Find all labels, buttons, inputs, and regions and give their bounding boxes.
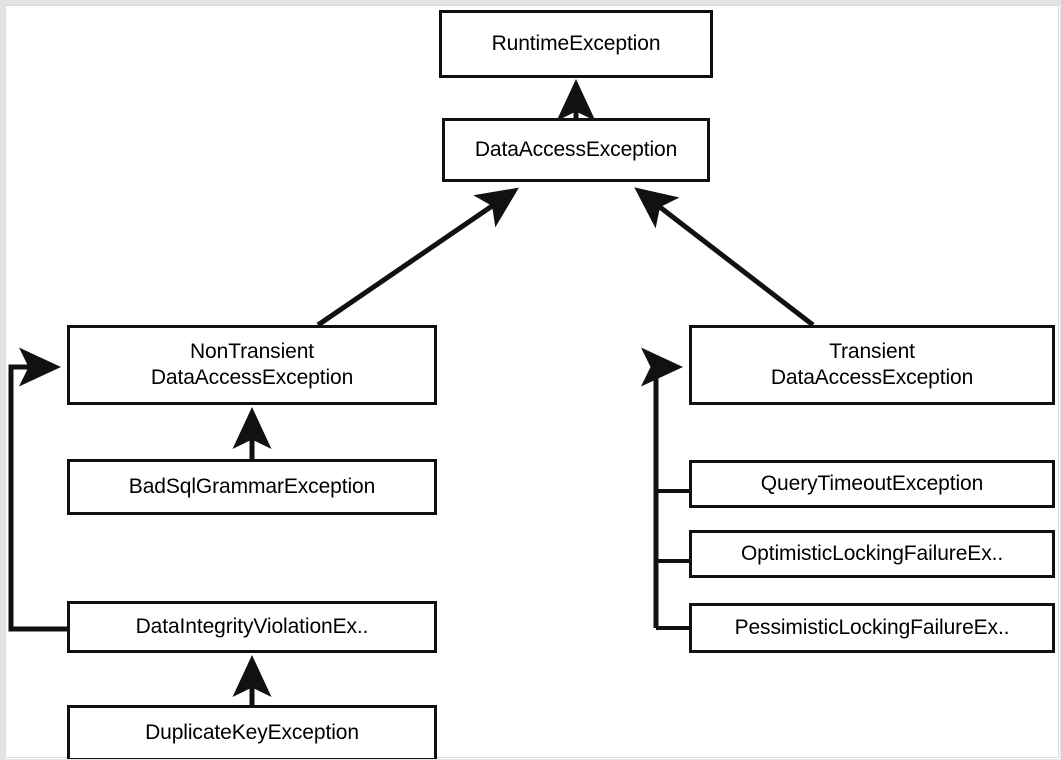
node-nontransient-data-access-exception[interactable]: NonTransient DataAccessException — [67, 325, 437, 405]
edge-bus-right-trunk — [641, 347, 684, 628]
edge-integrity-to-nontransient — [8, 347, 67, 632]
node-data-integrity-violation-exception[interactable]: DataIntegrityViolationEx.. — [67, 601, 437, 653]
node-query-timeout-exception[interactable]: QueryTimeoutException — [689, 460, 1055, 508]
node-transient-data-access-exception[interactable]: Transient DataAccessException — [689, 325, 1055, 405]
node-data-access-exception[interactable]: DataAccessException — [442, 118, 710, 182]
node-bad-sql-grammar-exception[interactable]: BadSqlGrammarException — [67, 459, 437, 515]
node-optimistic-locking-failure-exception[interactable]: OptimisticLockingFailureEx.. — [689, 530, 1055, 578]
edge-layer — [8, 78, 815, 705]
edge-nontransient-to-dae — [316, 187, 519, 328]
node-duplicate-key-exception[interactable]: DuplicateKeyException — [67, 705, 437, 759]
node-pessimistic-locking-failure-exception[interactable]: PessimisticLockingFailureEx.. — [689, 603, 1055, 653]
node-runtime-exception[interactable]: RuntimeException — [439, 10, 713, 78]
edge-transient-to-dae — [634, 187, 815, 327]
